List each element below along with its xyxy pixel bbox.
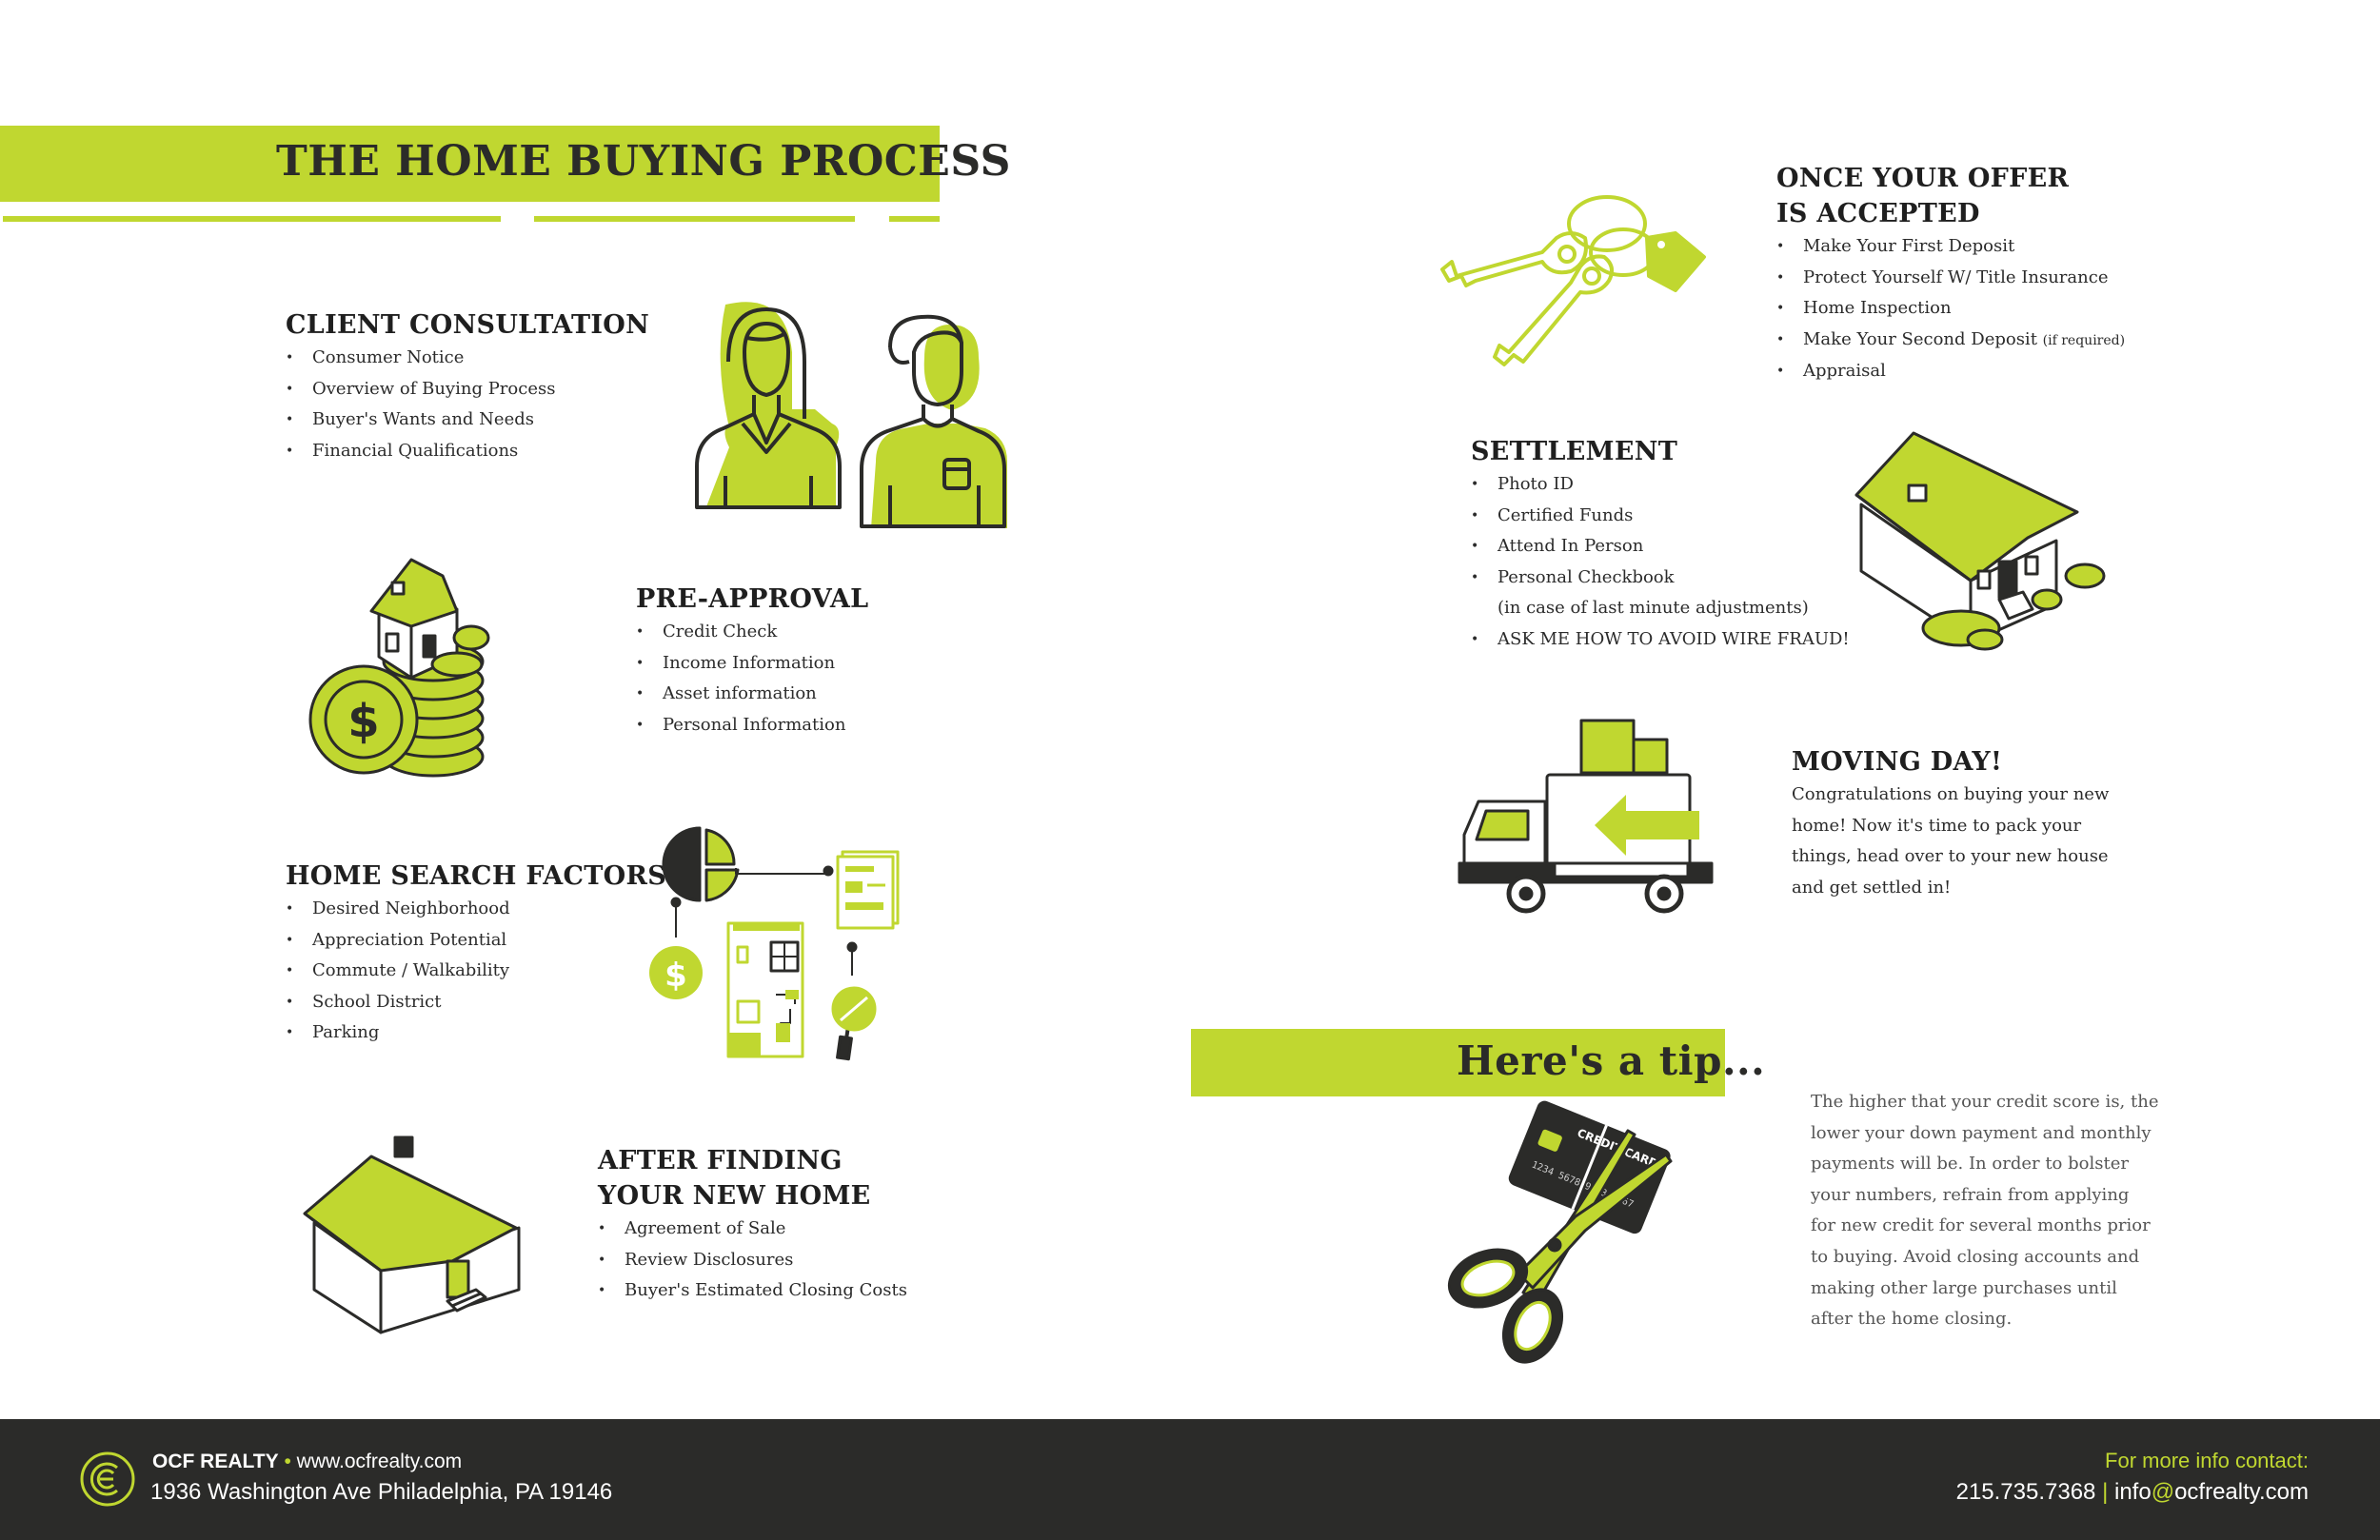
item-list: Credit Check Income Information Asset in…	[636, 617, 868, 740]
list-item: Home Inspection	[1776, 293, 2125, 325]
footer-bullet: •	[284, 1451, 291, 1472]
section-title-line1: ONCE YOUR OFFER	[1776, 164, 2070, 193]
new-home-icon	[303, 1135, 521, 1334]
text-line: payments will be. In order to bolster	[1811, 1154, 2129, 1175]
list-item: Commute / Walkability	[286, 956, 666, 987]
item-list: Agreement of Sale Review Disclosures Buy…	[598, 1214, 907, 1307]
moving-day-text: Congratulations on buying your new home!…	[1792, 780, 2109, 903]
list-item-text: Make Your Second Deposit	[1803, 328, 2037, 349]
list-item: Protect Yourself W/ Title Insurance	[1776, 263, 2125, 294]
item-list: Make Your First Deposit Protect Yourself…	[1776, 231, 2125, 387]
settlement-house-icon	[1854, 431, 2106, 651]
item-list: Desired Neighborhood Appreciation Potent…	[286, 894, 666, 1049]
list-item: Personal Checkbook	[1471, 563, 1850, 594]
item-list: Photo ID Certified Funds Attend In Perso…	[1471, 469, 1850, 656]
text-line: for new credit for several months prior	[1811, 1215, 2151, 1236]
company-name: OCF REALTY	[152, 1451, 279, 1472]
list-item: Buyer's Wants and Needs	[286, 405, 649, 436]
list-item: School District	[286, 987, 666, 1018]
footer-address: 1936 Washington Ave Philadelphia, PA 191…	[150, 1479, 613, 1505]
section-home-search: HOME SEARCH FACTORS Desired Neighborhood…	[286, 859, 666, 1049]
list-item: Income Information	[636, 648, 868, 680]
list-item: Personal Information	[636, 710, 868, 741]
tip-heading: Here's a tip...	[1457, 1037, 1766, 1084]
list-item: Financial Qualifications	[286, 436, 649, 467]
list-item: Credit Check	[636, 617, 868, 648]
svg-text:$: $	[664, 957, 687, 995]
section-moving-day: MOVING DAY! Congratulations on buying yo…	[1792, 744, 2109, 903]
text-line: making other large purchases until	[1811, 1277, 2117, 1298]
list-item: Parking	[286, 1017, 666, 1049]
section-title: MOVING DAY!	[1792, 747, 2003, 777]
list-item: Make Your Second Deposit (if required)	[1776, 325, 2125, 357]
title-underline-1	[3, 216, 501, 222]
text-line: home! Now it's time to pack your	[1792, 815, 2082, 836]
list-item: Consumer Notice	[286, 343, 649, 374]
text-line: Congratulations on buying your new	[1792, 784, 2110, 804]
footer-contact: 215.735.7368 | info@ocfrealty.com	[1956, 1479, 2309, 1506]
contact-separator: |	[2102, 1479, 2109, 1505]
section-pre-approval: PRE-APPROVAL Credit Check Income Informa…	[636, 582, 868, 740]
text-line: your numbers, refrain from applying	[1811, 1184, 2130, 1205]
email-domain: ocfrealty.com	[2174, 1479, 2309, 1505]
section-title: CLIENT CONSULTATION	[286, 310, 650, 340]
item-list: Consumer Notice Overview of Buying Proce…	[286, 343, 649, 466]
list-item-note: (in case of last minute adjustments)	[1497, 598, 1809, 619]
section-after-finding: AFTER FINDING YOUR NEW HOME Agreement of…	[598, 1143, 907, 1307]
text-line: after the home closing.	[1811, 1309, 2013, 1330]
footer-left-line1: OCF REALTY • www.ocfrealty.com	[152, 1451, 462, 1473]
list-item: Attend In Person	[1471, 531, 1850, 563]
section-title-line2: IS ACCEPTED	[1776, 199, 1980, 228]
consultants-icon	[695, 302, 1007, 528]
ocf-logo-icon	[80, 1451, 135, 1507]
list-item: Overview of Buying Process	[286, 374, 649, 405]
page-title: THE HOME BUYING PROCESS	[276, 137, 1011, 186]
svg-text:$: $	[347, 695, 379, 748]
list-item: Review Disclosures	[598, 1245, 907, 1276]
text-line: The higher that your credit score is, th…	[1811, 1092, 2159, 1112]
text-line: lower your down payment and monthly	[1811, 1122, 2152, 1143]
list-item: Make Your First Deposit	[1776, 231, 2125, 263]
section-title-line1: AFTER FINDING	[598, 1146, 843, 1175]
keys-icon	[1440, 195, 1706, 366]
section-title: HOME SEARCH FACTORS	[286, 861, 667, 891]
section-offer-accepted: ONCE YOUR OFFER IS ACCEPTED Make Your Fi…	[1776, 161, 2125, 387]
list-item-note: (if required)	[2042, 332, 2126, 348]
text-line: and get settled in!	[1792, 877, 1952, 898]
section-title: PRE-APPROVAL	[636, 584, 869, 614]
list-item: Asset information	[636, 679, 868, 710]
section-client-consultation: CLIENT CONSULTATION Consumer Notice Over…	[286, 307, 649, 466]
list-item: Agreement of Sale	[598, 1214, 907, 1245]
list-item: Appraisal	[1776, 356, 2125, 387]
title-underline-2	[534, 216, 855, 222]
list-item: Appreciation Potential	[286, 925, 666, 957]
list-item: Photo ID	[1471, 469, 1850, 501]
contact-label: For more info contact:	[2105, 1449, 2309, 1472]
list-item: Buyer's Estimated Closing Costs	[598, 1275, 907, 1307]
money-house-icon: $	[308, 558, 490, 778]
section-title: SETTLEMENT	[1471, 437, 1678, 466]
phone-number[interactable]: 215.735.7368	[1955, 1479, 2096, 1505]
moving-truck-icon	[1458, 719, 1714, 914]
text-line: things, head over to your new house	[1792, 846, 2109, 867]
list-item: Desired Neighborhood	[286, 894, 666, 925]
title-banner	[0, 126, 940, 202]
section-title-line2: YOUR NEW HOME	[598, 1181, 871, 1211]
email-link[interactable]: info@ocfrealty.com	[2114, 1479, 2309, 1505]
email-at: @	[2151, 1479, 2175, 1505]
email-user: info	[2113, 1479, 2152, 1505]
text-line: to buying. Avoid closing accounts and	[1811, 1246, 2140, 1267]
tip-banner	[1191, 1029, 1725, 1096]
title-underline-3	[889, 216, 940, 222]
footer	[0, 1419, 2380, 1540]
tip-text: The higher that your credit score is, th…	[1811, 1087, 2158, 1335]
website-link[interactable]: www.ocfrealty.com	[296, 1451, 463, 1472]
list-item: Certified Funds	[1471, 501, 1850, 532]
home-search-icon: $	[649, 826, 900, 1061]
section-settlement: SETTLEMENT Photo ID Certified Funds Atte…	[1471, 434, 1850, 656]
list-item: ASK ME HOW TO AVOID WIRE FRAUD!	[1471, 624, 1850, 656]
